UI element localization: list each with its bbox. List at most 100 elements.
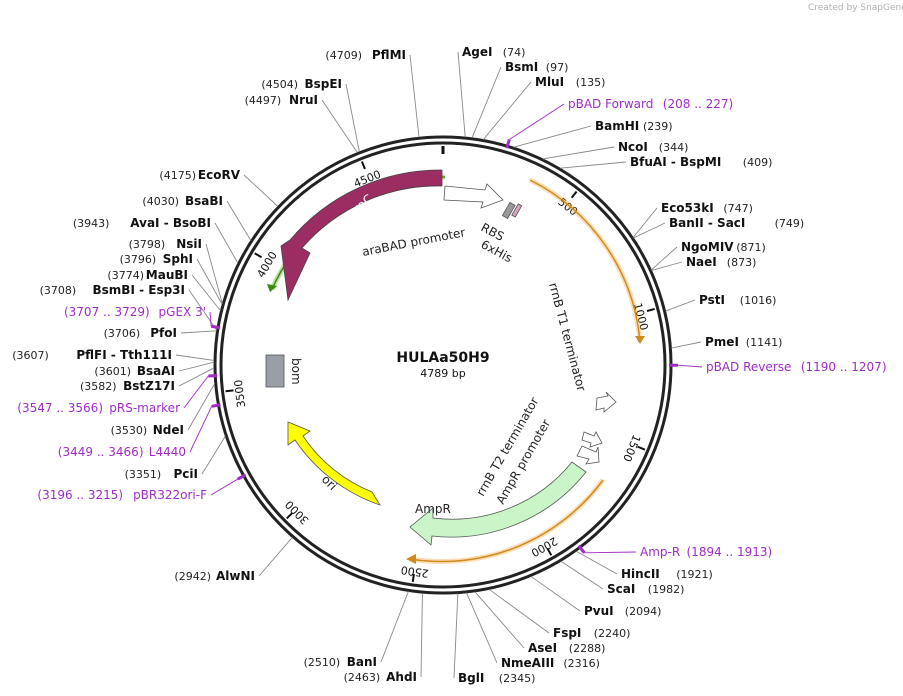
feature-ampr-promoter[interactable] [576,445,600,465]
enzyme-site-pfoi-label[interactable]: PfoI [150,326,177,340]
enzyme-site-mlui-label[interactable]: MluI [535,75,564,89]
enzyme-site-sphi-label[interactable]: SphI [163,252,193,266]
primer-pgex-3-mark [210,324,221,330]
enzyme-site-sphi-position: (3796) [120,253,157,266]
primer-pbr322ori-f-label[interactable]: pBR322ori-F [133,488,207,502]
enzyme-site-pflmi-label[interactable]: PflMI [372,48,406,62]
enzyme-site-bani-position: (2510) [304,656,341,669]
feature-ori[interactable] [287,421,381,506]
enzyme-site-nsii-leader [205,243,223,304]
primer-prs-marker-label[interactable]: pRS-marker [109,401,180,415]
enzyme-site-ecorv-label[interactable]: EcoRV [198,168,241,182]
enzyme-site-eco53ki-leader [632,207,658,238]
primer-l4440-range: (3449 .. 3466) [58,445,144,459]
enzyme-site-nmeaiii-label[interactable]: NmeAIII [501,656,554,670]
ruler-tick [546,547,553,556]
feature-araC[interactable] [280,169,443,302]
enzyme-site-bani-label[interactable]: BanI [347,655,377,669]
enzyme-site-pflfi-leader [175,354,215,361]
enzyme-site-maubi-leader [191,274,221,312]
feature-bom[interactable] [265,354,285,388]
primer-pbad-reverse-label[interactable]: pBAD Reverse [706,360,791,374]
enzyme-site-bfuai-leader [560,161,627,169]
enzyme-site-bsaai-position: (3601) [94,365,131,378]
ruler-tick-label: 1500 [620,433,643,464]
enzyme-site-bgli-position: (2345) [499,672,536,685]
enzyme-site-ncoi-label[interactable]: NcoI [618,140,648,154]
enzyme-site-bsmbi-leader [188,289,218,331]
enzyme-site-hincii-position: (1921) [676,568,713,581]
enzyme-site-ahdi-label[interactable]: AhdI [386,670,417,684]
primer-prs-marker-range: (3547 .. 3566) [17,401,103,415]
primer-amp-r-label[interactable]: Amp-R [640,545,680,559]
enzyme-site-ncoi-leader [542,146,615,160]
enzyme-site-naei-label[interactable]: NaeI [686,255,717,269]
enzyme-site-pcii-label[interactable]: PciI [174,467,199,481]
feature-araBAD-promoter[interactable] [443,183,504,209]
primer-amp-r-mark [577,544,586,554]
enzyme-site-bfuai-label[interactable]: BfuAI - BspMI [630,155,721,169]
enzyme-site-maubi-position: (3774) [107,269,144,282]
enzyme-site-ndei-label[interactable]: NdeI [153,423,184,437]
enzyme-site-scai-label[interactable]: ScaI [607,582,635,596]
enzyme-site-bgli-label[interactable]: BglI [458,671,484,685]
span-arc-bottom-line [409,479,604,563]
enzyme-site-eco53ki-label[interactable]: Eco53kI [661,201,714,215]
enzyme-site-pmei-label[interactable]: PmeI [705,335,739,349]
enzyme-site-avai-leader [214,222,239,264]
feature-rrnb-t1[interactable] [595,391,617,413]
enzyme-site-hincii-leader [576,550,618,575]
feature-rrnb-t2[interactable] [581,431,603,448]
enzyme-site-psti-position: (1016) [740,294,777,307]
enzyme-site-scai-position: (1982) [648,583,685,596]
enzyme-site-agei-label[interactable]: AgeI [462,45,492,59]
ruler-tick-label: 3500 [232,379,248,408]
enzyme-site-fspi-label[interactable]: FspI [553,626,581,640]
enzyme-site-ecorv-position: (4175) [159,169,196,182]
feature-ampr[interactable] [409,461,587,546]
enzyme-site-bstz17i-label[interactable]: BstZ17I [123,379,175,393]
enzyme-site-avai-label[interactable]: AvaI - BsoBI [130,216,211,230]
primer-pgex-3-label[interactable]: pGEX 3' [159,305,206,319]
feature-rbs[interactable] [501,201,516,219]
enzyme-site-alwni-label[interactable]: AlwNI [216,569,255,583]
enzyme-site-banii-label[interactable]: BanII - SacI [669,216,745,230]
enzyme-site-banii-leader [633,222,666,239]
enzyme-site-bstz17i-leader [178,367,215,387]
enzyme-site-pflfi-label[interactable]: PflFI - Tth111I [76,348,172,362]
enzyme-site-bsabi-label[interactable]: BsaBI [185,194,223,208]
enzyme-site-pvui-label[interactable]: PvuI [584,604,614,618]
enzyme-site-bamhi-label[interactable]: BamHI [595,119,639,133]
enzyme-site-asei-label[interactable]: AseI [528,641,557,655]
enzyme-site-bsaai-label[interactable]: BsaAI [137,364,175,378]
enzyme-site-pfoi-leader [180,330,217,334]
primer-l4440-leader [189,406,213,453]
enzyme-site-pcii-position: (3351) [125,468,162,481]
enzyme-site-nsii-label[interactable]: NsiI [176,237,202,251]
enzyme-site-bamhi-leader [513,125,592,148]
enzyme-site-bspei-position: (4504) [261,78,298,91]
enzyme-site-bsmi-label[interactable]: BsmI [505,60,538,74]
enzyme-site-hincii-label[interactable]: HincII [621,567,660,581]
enzyme-site-agei-leader [457,51,466,138]
enzyme-site-ngomiv-label[interactable]: NgoMIV [681,240,734,254]
primer-l4440-label[interactable]: L4440 [149,445,186,459]
feature-ampr-label: AmpR [415,502,451,516]
feature-6xhis[interactable] [511,203,523,218]
enzyme-site-nsii-position: (3798) [129,238,166,251]
enzyme-site-mlui-leader [483,81,532,140]
enzyme-site-bspei-label[interactable]: BspEI [304,77,342,91]
enzyme-site-bsmbi-label[interactable]: BsmBI - Esp3I [93,283,185,297]
feature-bom-label: bom [289,358,303,385]
enzyme-site-nrui-leader [321,99,358,153]
enzyme-site-ndei-leader [187,383,216,431]
enzyme-site-nrui-label[interactable]: NruI [289,93,318,107]
enzyme-site-alwni-position: (2942) [174,570,211,583]
primer-pbad-forward-label[interactable]: pBAD Forward [568,97,653,111]
enzyme-site-maubi-label[interactable]: MauBI [146,268,188,282]
enzyme-site-psti-leader [665,299,696,312]
primer-amp-r-leader [584,551,637,554]
enzyme-site-nmeaiii-position: (2316) [563,657,600,670]
ruler-tick [361,161,366,170]
enzyme-site-psti-label[interactable]: PstI [699,293,725,307]
